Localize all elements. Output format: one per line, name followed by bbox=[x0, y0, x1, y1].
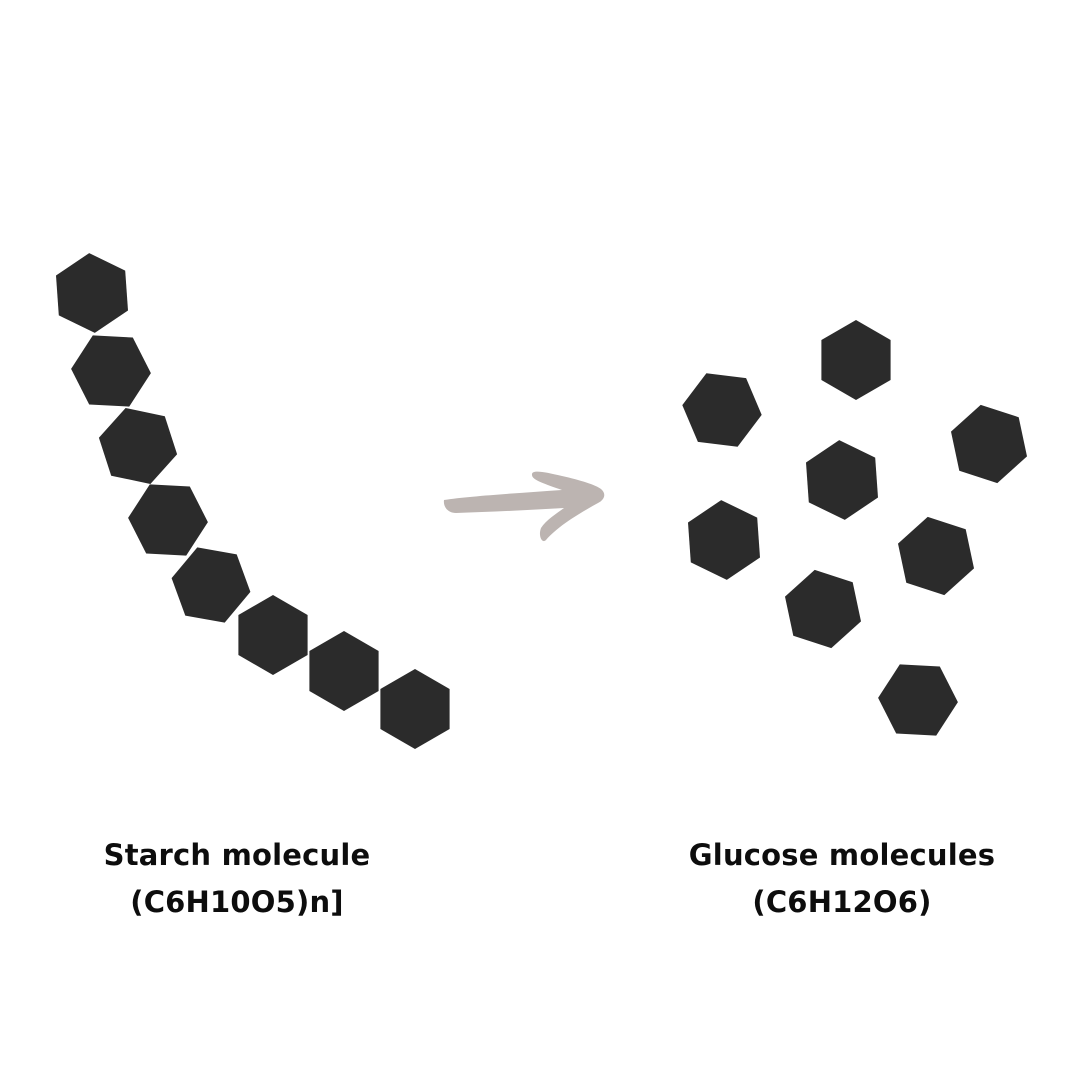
glucose-molecule bbox=[951, 404, 1027, 484]
starch-glucose-unit bbox=[380, 669, 450, 749]
starch-formula: (C6H10O5)n] bbox=[130, 885, 344, 919]
starch-glucose-unit bbox=[238, 595, 308, 675]
glucose-label: Glucose molecules bbox=[688, 838, 996, 872]
glucose-formula: (C6H12O6) bbox=[752, 885, 932, 919]
glucose-molecule bbox=[878, 664, 958, 736]
starch-glucose-unit bbox=[98, 408, 178, 484]
starch-label: Starch molecule bbox=[103, 838, 371, 872]
starch-chain bbox=[56, 253, 450, 749]
glucose-caption: Glucose molecules (C6H12O6) bbox=[632, 832, 1052, 926]
glucose-molecule bbox=[785, 569, 861, 649]
starch-caption: Starch molecule (C6H10O5)n] bbox=[27, 832, 447, 926]
glucose-molecule bbox=[806, 440, 878, 520]
glucose-molecule bbox=[898, 516, 974, 596]
starch-glucose-unit bbox=[71, 335, 151, 407]
starch-glucose-unit bbox=[56, 253, 128, 333]
starch-glucose-unit bbox=[128, 484, 208, 556]
glucose-molecule bbox=[682, 373, 762, 447]
glucose-molecule bbox=[688, 500, 760, 580]
starch-glucose-unit bbox=[309, 631, 379, 711]
glucose-molecule bbox=[821, 320, 891, 400]
starch-glucose-unit bbox=[171, 547, 251, 623]
glucose-molecules-group bbox=[682, 320, 1027, 736]
right-arrow-icon bbox=[443, 471, 605, 542]
